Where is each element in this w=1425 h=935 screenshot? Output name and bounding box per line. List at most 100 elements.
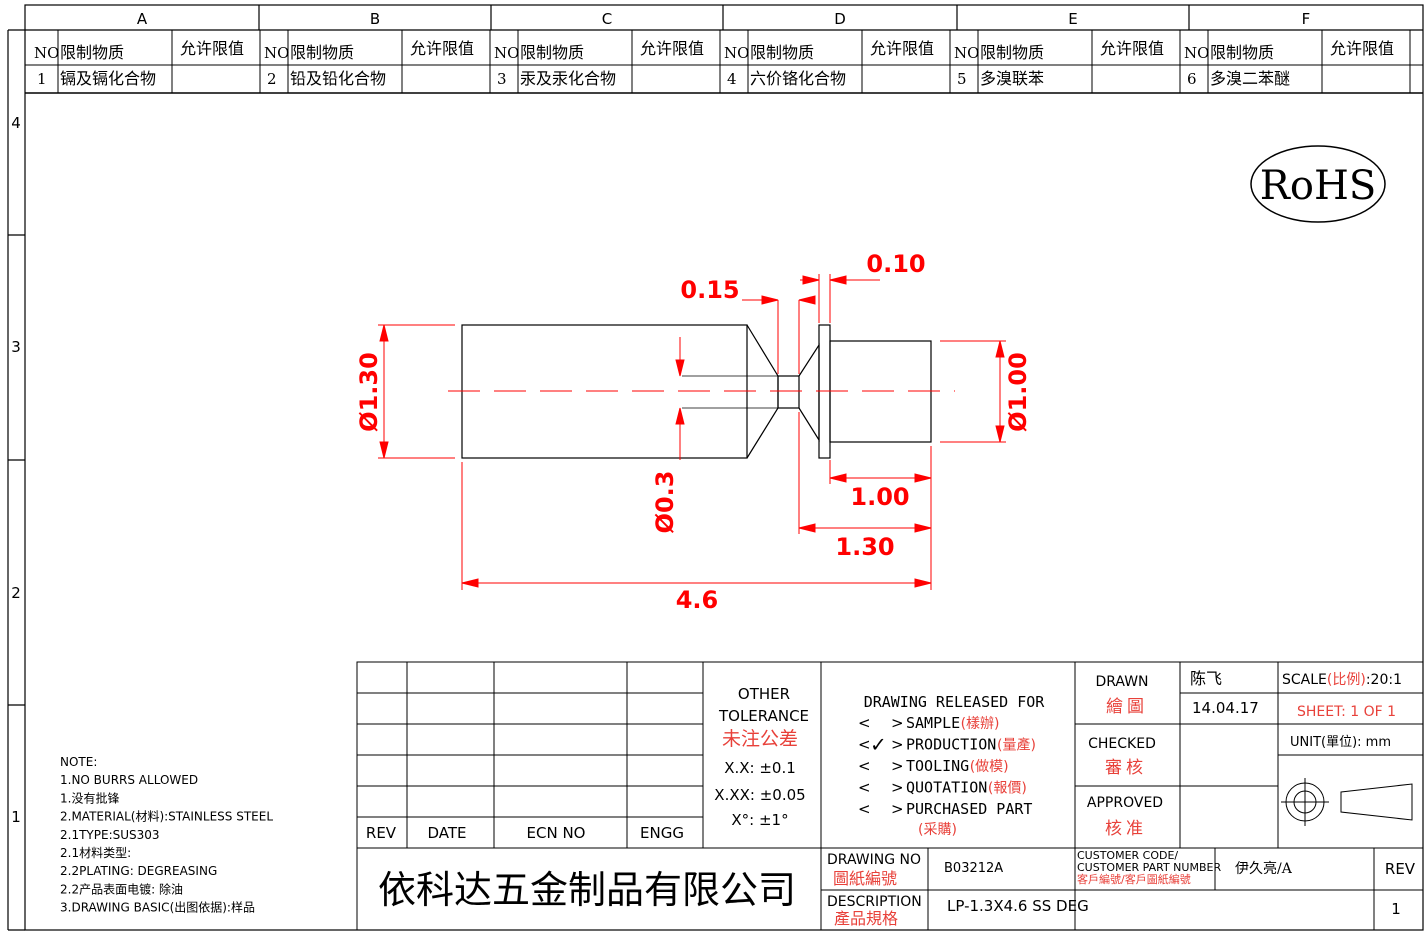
dim-dia-130: Ø1.30: [355, 352, 383, 432]
release-bracket-open: <: [858, 779, 871, 797]
release-option-label: TOOLING: [906, 757, 969, 775]
subst-item-no: 2: [267, 70, 277, 88]
customer-label-3: 客戶編號/客戶圖紙編號: [1077, 872, 1191, 886]
subst-item-name: 多溴联苯: [980, 69, 1044, 88]
subst-header-no: NO: [724, 44, 749, 62]
projection-symbol-icon: [1281, 778, 1413, 826]
drawn-by: 陈飞: [1190, 669, 1222, 688]
dimension-lines: [378, 274, 1006, 590]
subst-item-no: 1: [37, 70, 47, 88]
subst-header-limit: 允许限值: [1100, 39, 1164, 58]
note-line: NOTE:: [60, 755, 97, 769]
description-label-cn: 產品規格: [834, 909, 898, 928]
checked-label-cn: 審核: [1105, 758, 1147, 778]
subst-item-no: 4: [727, 70, 737, 88]
release-option-label: PURCHASED PART: [906, 800, 1032, 818]
subst-header-no: NO: [954, 44, 979, 62]
tolerance-line2: TOLERANCE: [718, 707, 809, 725]
release-bracket-close: >: [891, 736, 904, 754]
check-mark-icon: ✓: [870, 733, 887, 757]
subst-header-substance: 限制物质: [520, 43, 584, 62]
release-option-label: QUOTATION: [906, 779, 987, 797]
unit-label: UNIT(單位): mm: [1290, 735, 1391, 750]
date-header: DATE: [427, 824, 466, 842]
tolerance-xx: X.X: ±0.1: [724, 759, 796, 777]
subst-header-substance: 限制物质: [290, 43, 354, 62]
customer-info: CUSTOMER CODE/ CUSTOMER PART NUMBER 客戶編號…: [1077, 849, 1293, 886]
scale-block: SCALE(比例):20:1 SHEET: 1 OF 1 UNIT(單位): m…: [1282, 672, 1402, 750]
subst-header-no: NO: [264, 44, 289, 62]
dim-width-015: 0.15: [680, 276, 739, 304]
rev-block-value: 1: [1391, 900, 1401, 918]
subst-item-name: 汞及汞化合物: [520, 69, 616, 88]
drawing-no-label: DRAWING NO: [827, 852, 921, 868]
rev-header: REV: [366, 824, 397, 842]
subst-header-limit: 允许限值: [870, 39, 934, 58]
tolerance-xxx: X.XX: ±0.05: [714, 786, 805, 804]
release-bracket-close: >: [891, 779, 904, 797]
subst-header-no: NO: [494, 44, 519, 62]
zone-col-a: A: [137, 10, 148, 28]
zone-col-e: E: [1068, 10, 1077, 28]
release-option-label-cn: (采購): [918, 822, 957, 838]
dim-length-130: 1.30: [835, 533, 894, 561]
notes-block: NOTE:1.NO BURRS ALLOWED1.没有批锋2.MATERIAL(…: [60, 755, 273, 915]
release-title: DRAWING RELEASED FOR: [864, 693, 1046, 711]
subst-header-substance: 限制物质: [980, 43, 1044, 62]
release-option: <✓>PRODUCTION(量產): [858, 733, 1036, 757]
scale-label: SCALE(比例):20:1: [1282, 672, 1402, 688]
rohs-badge: RoHS: [1250, 145, 1386, 223]
subst-header-limit: 允许限值: [410, 39, 474, 58]
zone-col-f: F: [1302, 10, 1311, 28]
revision-table: REV DATE ECN NO ENGG: [366, 824, 684, 842]
description-label: DESCRIPTION: [827, 894, 922, 910]
zone-row-4: 4: [11, 114, 21, 132]
note-line: 2.MATERIAL(材料):STAINLESS STEEL: [60, 810, 273, 824]
dimension-labels: Ø1.30 Ø1.00 Ø0.3 0.15 0.10 1.00 1.30 4.6: [355, 250, 1032, 614]
note-line: 2.2PLATING: DEGREASING: [60, 864, 217, 878]
note-line: 3.DRAWING BASIC(出图依据):样品: [60, 900, 255, 915]
subst-item-no: 5: [957, 70, 967, 88]
customer-label-2: CUSTOMER PART NUMBER: [1077, 861, 1221, 874]
drawing-no-value: B03212A: [944, 861, 1003, 876]
customer-label-1: CUSTOMER CODE/: [1077, 849, 1178, 862]
drawing-info: DRAWING NO 圖紙編號 B03212A DESCRIPTION 產品規格…: [827, 852, 1089, 928]
release-option: <>SAMPLE(樣辦): [858, 714, 1000, 732]
approved-label-cn: 核准: [1105, 819, 1147, 839]
rev-block-label: REV: [1385, 860, 1416, 878]
ecn-header: ECN NO: [527, 824, 586, 842]
release-bracket-open: <: [858, 757, 871, 775]
tolerance-line1: OTHER: [738, 685, 790, 703]
dim-width-010: 0.10: [866, 250, 925, 278]
release-bracket-open: <: [858, 800, 871, 818]
note-line: 1.NO BURRS ALLOWED: [60, 773, 198, 787]
release-option-label: SAMPLE: [906, 714, 960, 732]
rohs-label: RoHS: [1260, 163, 1376, 209]
tolerance-block: OTHER TOLERANCE 未注公差 X.X: ±0.1 X.XX: ±0.…: [714, 685, 809, 829]
subst-item-no: 3: [497, 70, 507, 88]
sheet-count: SHEET: 1 OF 1: [1297, 704, 1396, 720]
zone-col-c: C: [602, 10, 612, 28]
customer-value: 伊久亮/A: [1235, 860, 1293, 877]
subst-item-no: 6: [1187, 70, 1197, 88]
drawing-no-label-cn: 圖紙編號: [833, 869, 897, 888]
drawn-label: DRAWN: [1095, 674, 1148, 690]
release-bracket-open: <: [858, 714, 871, 732]
zone-col-d: D: [834, 10, 846, 28]
description-value: LP-1.3X4.6 SS DEG: [947, 897, 1089, 915]
approved-label: APPROVED: [1087, 795, 1163, 811]
subst-header-limit: 允许限值: [640, 39, 704, 58]
zone-row-1: 1: [11, 808, 21, 826]
subst-header-limit: 允许限值: [180, 39, 244, 58]
drawn-date: 14.04.17: [1192, 699, 1259, 717]
release-bracket-close: >: [891, 714, 904, 732]
drawn-label-cn: 繪圖: [1106, 697, 1148, 717]
dim-length-100: 1.00: [850, 483, 909, 511]
dim-dia-100: Ø1.00: [1004, 352, 1032, 432]
title-block-frame: [356, 661, 1424, 931]
zone-row-labels: 4 3 2 1: [11, 114, 21, 826]
subst-header-no: NO: [1184, 44, 1209, 62]
subst-item-name: 六价铬化合物: [750, 69, 846, 88]
